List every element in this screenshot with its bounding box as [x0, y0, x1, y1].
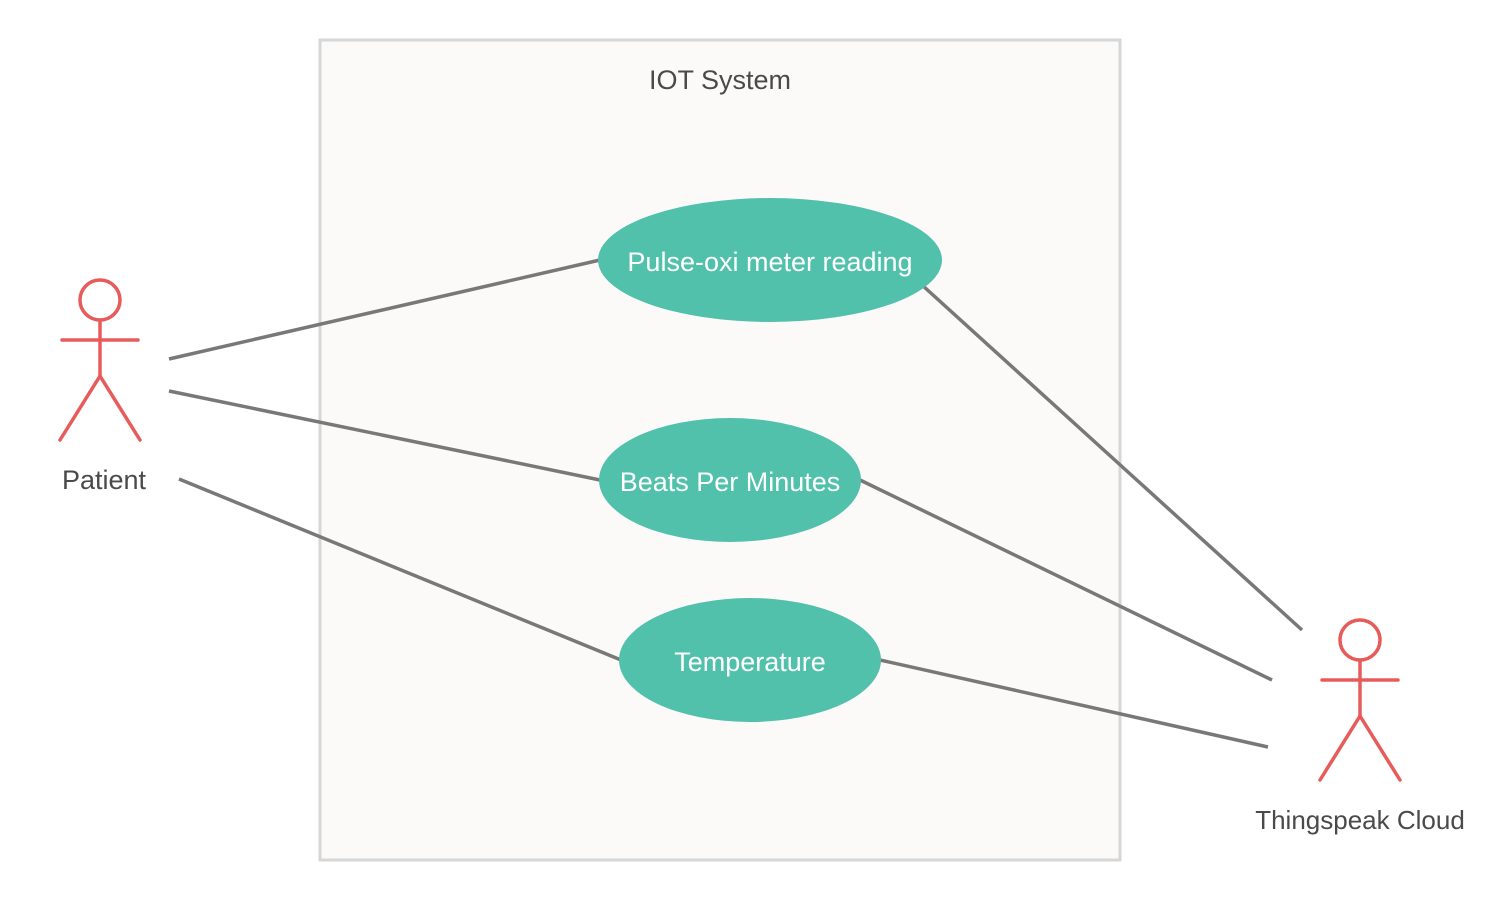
connector-patient-bpm — [168, 389, 601, 482]
use-case-bpm-ellipse[interactable] — [599, 418, 861, 542]
system-title: IOT System — [649, 65, 791, 95]
connector-temperature-cloud — [879, 658, 1269, 749]
actor-cloud-name: Thingspeak Cloud — [1255, 805, 1465, 835]
actor-patient-right-leg — [98, 374, 142, 442]
connector-patient-temperature — [178, 477, 622, 662]
connector-patient-pulse — [168, 258, 601, 361]
actor-patient-name: Patient — [62, 465, 147, 495]
connector-pulse-cloud — [920, 283, 1304, 632]
use-case-pulse-label: Pulse-oxi meter reading — [627, 247, 912, 277]
actor-cloud-left-leg — [1318, 714, 1362, 782]
use-case-temperature-label: Temperature — [674, 647, 826, 677]
actor-cloud-head — [1338, 618, 1382, 662]
use-case-temperature-ellipse[interactable] — [619, 598, 881, 722]
actor-cloud-right-leg — [1358, 714, 1402, 782]
use-case-bpm[interactable]: Beats Per Minutes — [599, 418, 861, 542]
use-case-pulse-ellipse[interactable] — [598, 198, 942, 322]
actor-patient-left-leg — [58, 374, 102, 442]
use-case-pulse[interactable]: Pulse-oxi meter reading — [598, 198, 942, 322]
actor-patient-figure-icon — [58, 278, 142, 442]
actor-cloud[interactable]: Thingspeak Cloud — [1255, 618, 1465, 835]
actor-patient-head — [78, 278, 122, 322]
use-case-temperature[interactable]: Temperature — [619, 598, 881, 722]
use-case-bpm-label: Beats Per Minutes — [620, 467, 841, 497]
connector-bpm-cloud — [859, 478, 1273, 682]
actor-patient[interactable]: Patient — [58, 278, 147, 495]
actor-cloud-figure-icon — [1318, 618, 1402, 782]
connectors — [168, 258, 1304, 749]
